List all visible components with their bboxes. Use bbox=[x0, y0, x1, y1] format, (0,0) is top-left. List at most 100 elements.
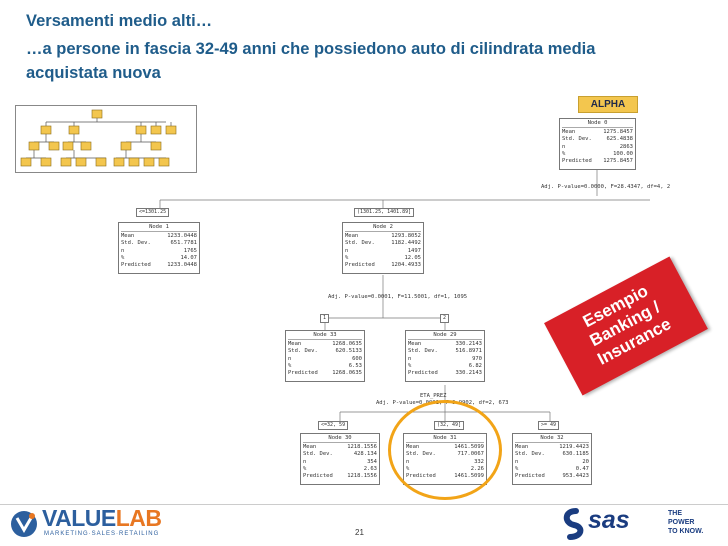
stat-value: 14.07 bbox=[180, 254, 197, 261]
stat-value: 6.53 bbox=[348, 362, 362, 369]
stat-value: 1268.0635 bbox=[332, 341, 362, 348]
valuelab-part-b: LAB bbox=[115, 505, 162, 531]
valuelab-logo-icon bbox=[11, 511, 37, 537]
stat-value: 651.7781 bbox=[170, 240, 198, 247]
stat-label: Mean bbox=[288, 341, 302, 348]
node-title: Node 32 bbox=[515, 435, 589, 444]
edge-label: <=32, 59 bbox=[318, 421, 349, 430]
node-title: Node 29 bbox=[408, 332, 482, 341]
stat-value: 1218.1556 bbox=[347, 444, 377, 451]
stat-label: Predicted bbox=[288, 370, 318, 377]
stat-value: 100.00 bbox=[613, 150, 633, 157]
stat-value: 0.47 bbox=[575, 465, 589, 472]
node-title: Node 1 bbox=[121, 224, 197, 233]
stat-label: n bbox=[408, 355, 412, 362]
stat-label: Predicted bbox=[562, 158, 592, 165]
stat-value: 1293.8052 bbox=[391, 233, 421, 240]
sas-tag-2: POWER bbox=[668, 519, 695, 526]
stat-label: n bbox=[303, 458, 307, 465]
stat-label: n bbox=[562, 143, 566, 150]
stat-value: 12.05 bbox=[404, 254, 421, 261]
stat-value: 1233.0448 bbox=[167, 262, 197, 269]
node-title: Node 2 bbox=[345, 224, 421, 233]
sas-tagline: THE POWER TO KNOW. bbox=[668, 509, 703, 536]
stat-label: n bbox=[121, 247, 125, 254]
stat-label: Predicted bbox=[515, 473, 545, 480]
stat-value: 620.5133 bbox=[335, 348, 363, 355]
stat-label: Std. Dev. bbox=[288, 348, 318, 355]
stat-label: n bbox=[288, 355, 292, 362]
stat-label: Predicted bbox=[121, 262, 151, 269]
stat-label: Mean bbox=[345, 233, 359, 240]
title-line3: acquistata nuova bbox=[26, 64, 161, 82]
stat-label: Std. Dev. bbox=[303, 451, 333, 458]
stat-value: 1765 bbox=[183, 247, 197, 254]
stat-value: 354 bbox=[367, 458, 377, 465]
valuelab-tagline: MARKETING·SALES·RETAILING bbox=[44, 531, 160, 537]
stat-value: 1204.4933 bbox=[391, 262, 421, 269]
stat-value: 953.4423 bbox=[562, 473, 590, 480]
stat-value: 330.2143 bbox=[455, 341, 483, 348]
stat-label: n bbox=[515, 458, 519, 465]
stat-value: 1233.0448 bbox=[167, 233, 197, 240]
stat-label: Mean bbox=[303, 444, 317, 451]
tree-connectors bbox=[159, 170, 650, 422]
stat-value: 1219.4423 bbox=[559, 444, 589, 451]
stat-value: 1182.4492 bbox=[391, 240, 421, 247]
stat-value: 1275.8457 bbox=[603, 158, 633, 165]
stat-label: Std. Dev. bbox=[345, 240, 375, 247]
stat-label: Mean bbox=[562, 129, 576, 136]
edge-label: (1301.25, 1401.89] bbox=[354, 208, 415, 217]
stat-label: Std. Dev. bbox=[121, 240, 151, 247]
node-2-split: Adj. P-value=0.0001, F=11.5001, df=1, 10… bbox=[328, 294, 468, 300]
valuelab-wordmark: VALUELAB bbox=[42, 505, 162, 532]
valuelab-part-a: VALUE bbox=[42, 505, 116, 531]
stat-label: Std. Dev. bbox=[408, 348, 438, 355]
alpha-label: ALPHA bbox=[578, 96, 638, 113]
stat-label: Std. Dev. bbox=[562, 136, 592, 143]
stat-label: % bbox=[121, 254, 125, 261]
stat-label: Mean bbox=[121, 233, 135, 240]
node-29: Node 29 Mean 330.2143 Std. Dev. 516.8971 n… bbox=[405, 330, 485, 382]
highlight-circle bbox=[388, 400, 502, 500]
stat-value: 1275.8457 bbox=[603, 129, 633, 136]
stat-value: 970 bbox=[472, 355, 482, 362]
stat-label: % bbox=[345, 254, 349, 261]
tree-minimap bbox=[15, 105, 197, 173]
stat-label: n bbox=[345, 247, 349, 254]
stat-label: % bbox=[303, 465, 307, 472]
sas-tag-3: TO KNOW. bbox=[668, 528, 704, 535]
sas-wordmark: sas bbox=[588, 506, 630, 534]
root-split: Adj. P-value=0.0000, F=28.4347, df=4, 2 bbox=[541, 184, 671, 190]
sas-logo-icon bbox=[563, 508, 584, 540]
stat-value: 516.8971 bbox=[455, 348, 483, 355]
split-variable: ETA_PREZ bbox=[420, 393, 447, 399]
node-title: Node 33 bbox=[288, 332, 362, 341]
stat-value: 1497 bbox=[407, 247, 421, 254]
stat-value: 1218.1556 bbox=[347, 473, 377, 480]
stat-value: 2863 bbox=[619, 143, 633, 150]
node-title: Node 30 bbox=[303, 435, 377, 444]
stat-label: Predicted bbox=[345, 262, 375, 269]
title-line2: …a persone in fascia 32-49 anni che poss… bbox=[26, 40, 596, 58]
stat-label: Mean bbox=[408, 341, 422, 348]
page-number: 21 bbox=[355, 528, 364, 537]
edge-label: <=1301.25 bbox=[136, 208, 170, 217]
title-line1: Versamenti medio alti… bbox=[26, 12, 213, 30]
stat-label: % bbox=[515, 465, 519, 472]
node-title: Node 0 bbox=[562, 120, 633, 129]
stat-label: Mean bbox=[515, 444, 529, 451]
stat-value: 2.63 bbox=[363, 465, 377, 472]
stat-value: 20 bbox=[582, 458, 589, 465]
stat-value: 630.1185 bbox=[562, 451, 590, 458]
stat-label: Std. Dev. bbox=[515, 451, 545, 458]
stat-value: 6.82 bbox=[468, 362, 482, 369]
edge-label: 2 bbox=[440, 314, 450, 323]
edge-label: >= 49 bbox=[538, 421, 560, 430]
node-1: Node 1 Mean 1233.0448 Std. Dev. 651.7781 n… bbox=[118, 222, 200, 274]
